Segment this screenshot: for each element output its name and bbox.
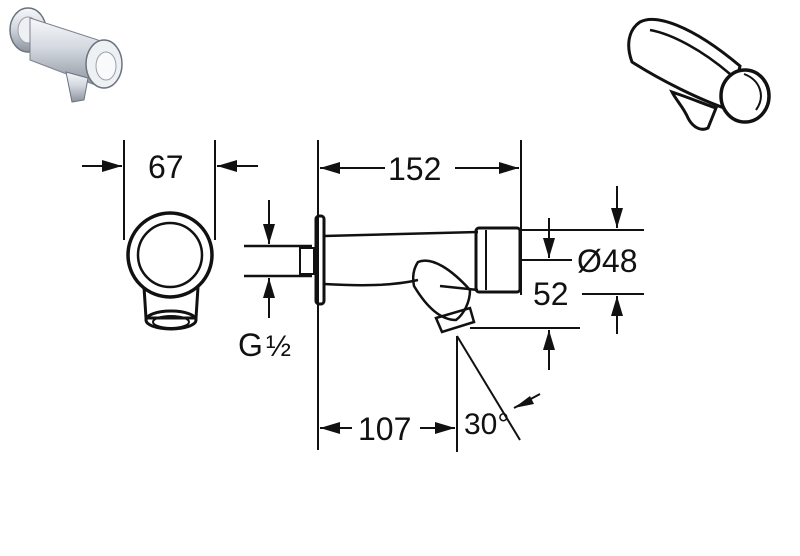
side-view: [244, 140, 644, 452]
chrome-tap-photo-icon: [9, 7, 123, 103]
thread-label: G: [238, 327, 263, 363]
tap-line-art-icon: [627, 18, 771, 131]
spout-offset-label: 107: [358, 411, 411, 447]
height-label: 52: [533, 276, 569, 312]
thread-fraction-label: ½: [266, 330, 291, 363]
front-view: [82, 140, 258, 331]
diameter-label: Ø48: [577, 243, 637, 279]
spout-angle-label: 30°: [464, 408, 509, 441]
front-width-label: 67: [148, 149, 184, 185]
overall-length-label: 152: [388, 151, 441, 187]
